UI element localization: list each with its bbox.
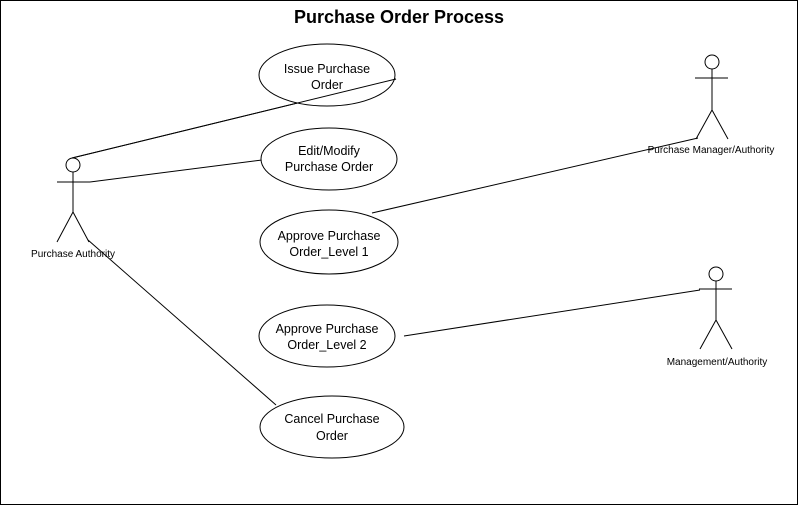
use-case-issue-purchase-order: Issue Purchase Order <box>71 43 397 159</box>
stick-figure-icon <box>699 266 733 350</box>
actor-purchase-manager-label: Purchase Manager/Authority <box>648 145 775 156</box>
use-case-cancel-purchase-order: Cancel Purchase Order <box>259 395 405 459</box>
use-case-approve1-line2: Order_Level 1 <box>289 245 368 259</box>
stick-figure-icon <box>56 157 90 243</box>
stick-figure-icon <box>695 54 729 140</box>
use-case-edit-line1: Edit/Modify <box>298 144 361 158</box>
association-edit <box>89 159 263 183</box>
use-case-edit-purchase-order: Edit/Modify Purchase Order <box>260 127 398 191</box>
diagram-title: Purchase Order Process <box>294 7 504 27</box>
use-case-approve1-line1: Approve Purchase <box>278 229 381 243</box>
actor-purchase-authority: Purchase Authority <box>31 157 115 260</box>
use-case-approve-level-1: Approve Purchase Order_Level 1 <box>259 209 399 275</box>
use-case-issue-line2: Order <box>311 78 343 92</box>
association-approve2 <box>403 289 701 337</box>
use-case-cancel-line2: Order <box>316 429 348 443</box>
use-case-cancel-line1: Cancel Purchase <box>284 412 379 426</box>
actor-purchase-manager-authority: Purchase Manager/Authority <box>648 54 775 156</box>
use-case-approve2-line2: Order_Level 2 <box>287 338 366 352</box>
association-cancel <box>87 239 277 406</box>
actor-management-label: Management/Authority <box>667 357 768 368</box>
use-case-issue-line1: Issue Purchase <box>284 62 370 76</box>
use-case-approve-level-2: Approve Purchase Order_Level 2 <box>258 304 396 368</box>
actor-purchase-authority-label: Purchase Authority <box>31 249 115 260</box>
use-case-approve2-line1: Approve Purchase <box>276 322 379 336</box>
use-case-edit-line2: Purchase Order <box>285 160 373 174</box>
association-approve1 <box>371 137 699 214</box>
actor-management-authority: Management/Authority <box>667 266 768 368</box>
